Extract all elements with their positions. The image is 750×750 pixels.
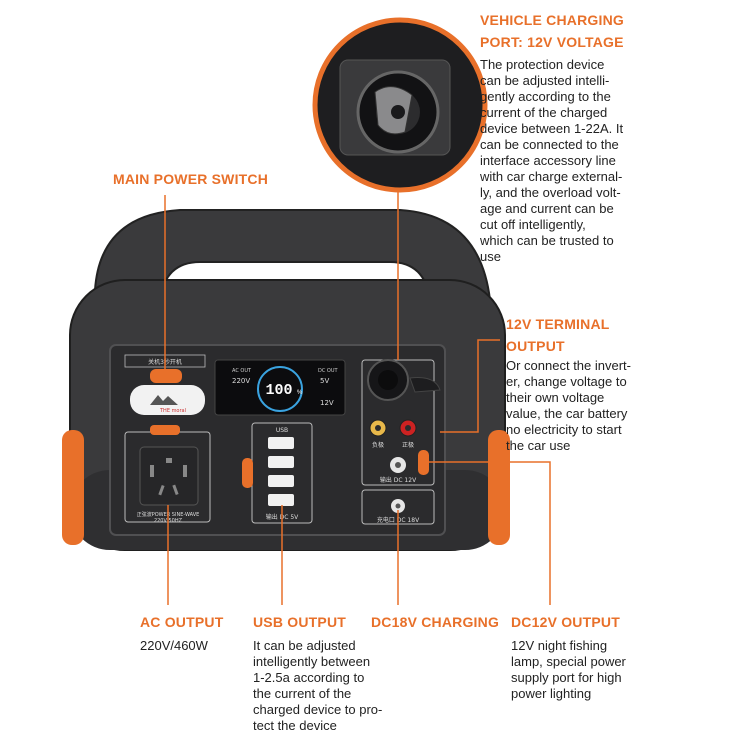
carry-handle <box>93 209 492 302</box>
positive-label: 正极 <box>402 441 414 449</box>
terminal-line: the car use <box>506 438 571 453</box>
display-5v: 5V <box>320 377 329 385</box>
dc12-line: 12V night fishing <box>511 638 608 653</box>
display-dc-out: DC OUT <box>318 368 339 374</box>
battery-ring <box>257 366 303 412</box>
dc12-output-title: DC12V OUTPUT <box>511 614 620 630</box>
logo-text: THE moral <box>159 408 186 414</box>
socket-cap <box>409 377 441 393</box>
usb-line: charged device to pro- <box>253 702 383 717</box>
usb-line: intelligently between <box>253 654 371 669</box>
ac-line: 220V/460W <box>140 638 208 653</box>
usb-port-4[interactable] <box>268 494 294 506</box>
vehicle-line: age and current can be <box>480 201 614 216</box>
vehicle-line: which can be trusted to <box>480 233 614 248</box>
vehicle-line: use <box>480 249 501 264</box>
usb-switch-button[interactable] <box>242 458 253 488</box>
dc18-charging-title: DC18V CHARGING <box>371 614 500 630</box>
usb-output-description: It can be adjusted intelligently between… <box>253 638 403 734</box>
dc12-line: supply port for high <box>511 670 622 685</box>
dc12-label: 输出 DC 12V <box>380 476 417 484</box>
usb-port-2[interactable] <box>268 456 294 468</box>
dc12-line: lamp, special power <box>511 654 626 669</box>
right-bumper <box>488 430 510 545</box>
vehicle-line: cut off intelligently, <box>480 217 586 232</box>
vehicle-line: current of the charged <box>480 105 608 120</box>
terminal-description: Or connect the invert- er, change voltag… <box>506 358 746 454</box>
vehicle-line: gently according to the <box>480 89 611 104</box>
vehicle-line: with car charge external- <box>480 169 623 184</box>
dc12-output-description: 12V night fishing lamp, special power su… <box>511 638 741 702</box>
vehicle-line: interface accessory line <box>480 153 616 168</box>
display-220v: 220V <box>232 377 250 385</box>
dc12-leader-line <box>428 461 551 605</box>
battery-percent: 100 <box>265 382 292 399</box>
vehicle-line: ly, and the overload volt- <box>480 185 621 200</box>
usb-label: USB <box>276 427 288 434</box>
dc12-switch-button[interactable] <box>418 450 429 475</box>
left-bumper <box>62 430 84 545</box>
vehicle-line: device between 1-22A. It <box>480 121 624 136</box>
usb-port-3[interactable] <box>268 475 294 487</box>
vehicle-line: can be adjusted intelli- <box>480 73 610 88</box>
usb-line: It can be adjusted <box>253 638 356 653</box>
usb-line: 1-2.5a according to <box>253 670 365 685</box>
vehicle-port-title-line1: VEHICLE CHARGING <box>480 12 624 28</box>
ac-switch-button[interactable] <box>150 425 180 435</box>
vehicle-line: can be connected to the <box>480 137 619 152</box>
terminal-leader-line <box>440 339 500 433</box>
main-power-switch-title: MAIN POWER SWITCH <box>113 171 269 187</box>
usb-line: tect the device <box>253 718 337 733</box>
dc12-line: power lighting <box>511 686 592 701</box>
display-ac-out: AC OUT <box>232 368 252 374</box>
lcd-display <box>214 359 346 416</box>
vehicle-port-title-line2: PORT: 12V VOLTAGE <box>480 34 624 50</box>
ac-outlet[interactable] <box>139 446 199 506</box>
negative-label: 负极 <box>372 441 384 449</box>
ac-output-title: AC OUTPUT <box>140 614 224 630</box>
terminal-title-line1: 12V TERMINAL <box>506 316 610 332</box>
main-power-switch[interactable] <box>150 369 182 383</box>
display-12v: 12V <box>320 399 334 407</box>
vehicle-line: The protection device <box>480 57 605 72</box>
terminal-line: er, change voltage to <box>506 374 627 389</box>
vehicle-port-description: The protection device can be adjusted in… <box>480 57 740 265</box>
ac-output-description: 220V/460W <box>140 638 208 654</box>
terminal-line: value, the car battery <box>506 406 628 421</box>
usb-output-title: USB OUTPUT <box>253 614 346 630</box>
usb-line: the current of the <box>253 686 352 701</box>
terminal-line: their own voltage <box>506 390 605 405</box>
terminal-title-line2: OUTPUT <box>506 338 565 354</box>
usb-port-1[interactable] <box>268 437 294 449</box>
percent-sign: % <box>297 390 303 396</box>
terminal-line: no electricity to start <box>506 422 622 437</box>
terminal-line: Or connect the invert- <box>506 358 631 373</box>
